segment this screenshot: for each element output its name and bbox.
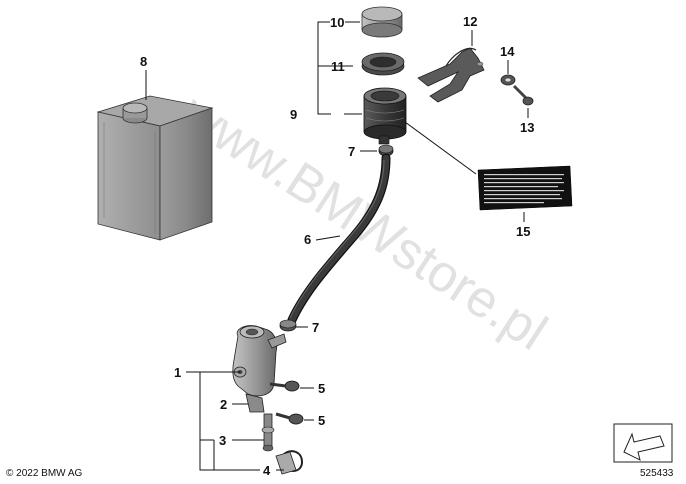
callout-10: 10 bbox=[330, 15, 344, 30]
information-label bbox=[477, 165, 573, 211]
screw-lower bbox=[275, 412, 304, 425]
callout-1: 1 bbox=[174, 365, 181, 380]
reservoir-cap bbox=[361, 6, 403, 38]
hose-clamp-bottom bbox=[279, 319, 297, 332]
callout-12: 12 bbox=[463, 14, 477, 29]
screw-upper bbox=[269, 380, 300, 392]
reservoir-diaphragm bbox=[361, 52, 405, 76]
callout-9: 9 bbox=[290, 107, 297, 122]
callout-15: 15 bbox=[516, 224, 530, 239]
cylinder-bellow bbox=[245, 393, 265, 413]
callout-3: 3 bbox=[219, 433, 226, 448]
fluid-reservoir bbox=[363, 87, 407, 145]
callout-6: 6 bbox=[304, 232, 311, 247]
leader-lines bbox=[145, 21, 529, 471]
hose-clamp-top bbox=[378, 144, 394, 157]
callout-13: 13 bbox=[520, 120, 534, 135]
screw-top bbox=[512, 84, 534, 106]
washer bbox=[500, 74, 516, 86]
callout-8: 8 bbox=[140, 54, 147, 69]
copyright: © 2022 BMW AG bbox=[6, 468, 83, 479]
master-cylinder bbox=[232, 325, 287, 397]
diagram-number: 525433 bbox=[640, 468, 674, 479]
callout-11: 11 bbox=[331, 59, 345, 74]
callout-5-upper: 5 bbox=[318, 381, 325, 396]
fluid-canister bbox=[96, 95, 214, 241]
clevis-clip bbox=[275, 450, 304, 475]
reservoir-bracket bbox=[417, 47, 485, 103]
callout-7-bottom: 7 bbox=[312, 320, 319, 335]
direction-arrow-icon bbox=[613, 423, 673, 463]
push-rod bbox=[261, 413, 275, 452]
callout-2: 2 bbox=[220, 397, 227, 412]
callout-4: 4 bbox=[263, 463, 271, 478]
callout-14: 14 bbox=[500, 44, 515, 59]
callout-5-lower: 5 bbox=[318, 413, 325, 428]
fluid-hose bbox=[287, 153, 391, 325]
callout-7-top: 7 bbox=[348, 144, 355, 159]
